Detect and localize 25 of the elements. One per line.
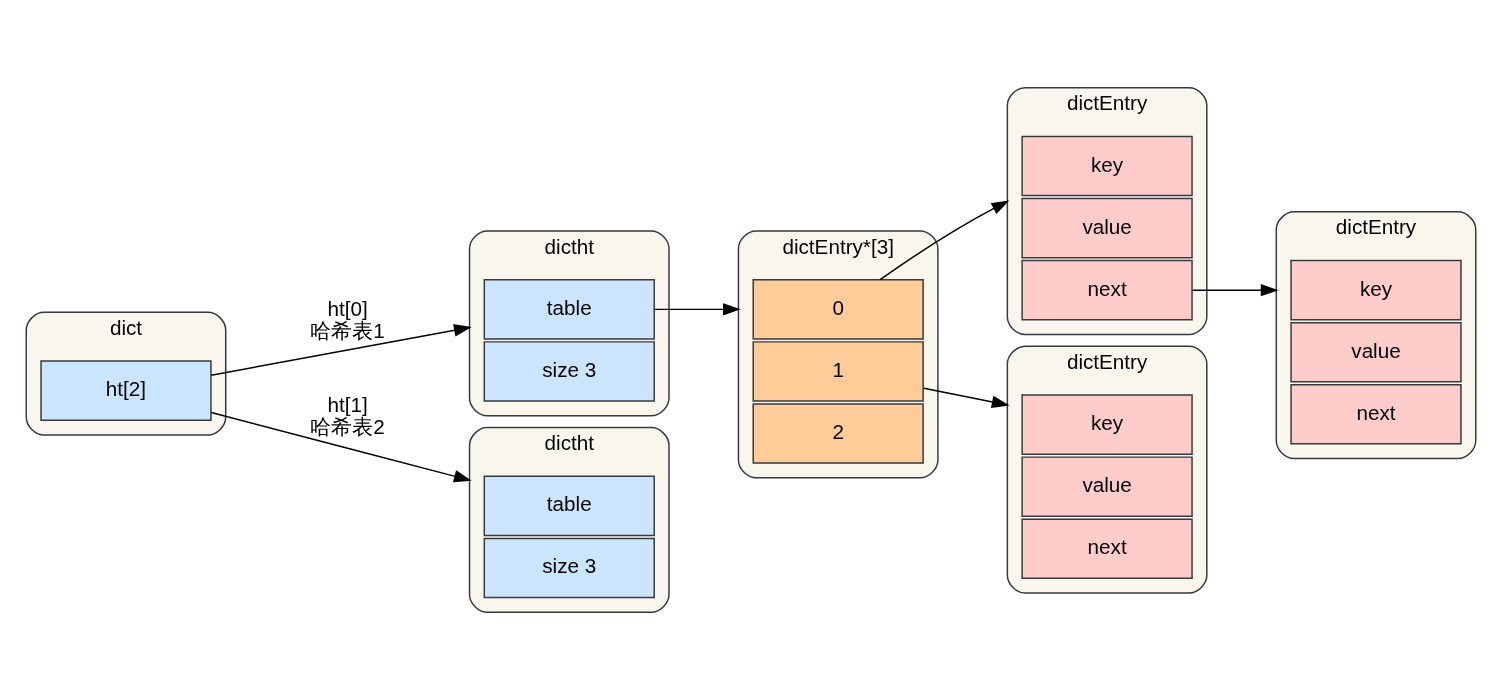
arrow: [923, 387, 1010, 408]
node-box: table: [483, 278, 655, 340]
arrow: [1192, 283, 1279, 296]
node-box: 2: [752, 402, 924, 464]
node-box: 1: [752, 340, 924, 402]
arrow: [879, 200, 1010, 280]
node-box: value: [1021, 197, 1193, 258]
node-box: next: [1021, 259, 1193, 320]
node-box: size 3: [483, 537, 655, 598]
node-box: 0: [752, 278, 924, 340]
edge-label: ht[1] 哈希表2: [310, 392, 385, 438]
node-box: ht[2]: [40, 359, 212, 421]
arrow: [654, 302, 741, 316]
node-box: key: [1021, 393, 1193, 455]
node-box: key: [1021, 135, 1193, 196]
node-box: key: [1290, 259, 1462, 320]
arrow: [210, 323, 472, 376]
node-box: table: [483, 475, 655, 536]
node-box: value: [1290, 321, 1462, 382]
node-box: size 3: [483, 340, 655, 402]
node-box: next: [1021, 517, 1193, 579]
edge-label: ht[0] 哈希表1: [310, 296, 385, 342]
arrow: [210, 411, 472, 482]
node-box: next: [1290, 383, 1462, 445]
node-box: value: [1021, 455, 1193, 517]
